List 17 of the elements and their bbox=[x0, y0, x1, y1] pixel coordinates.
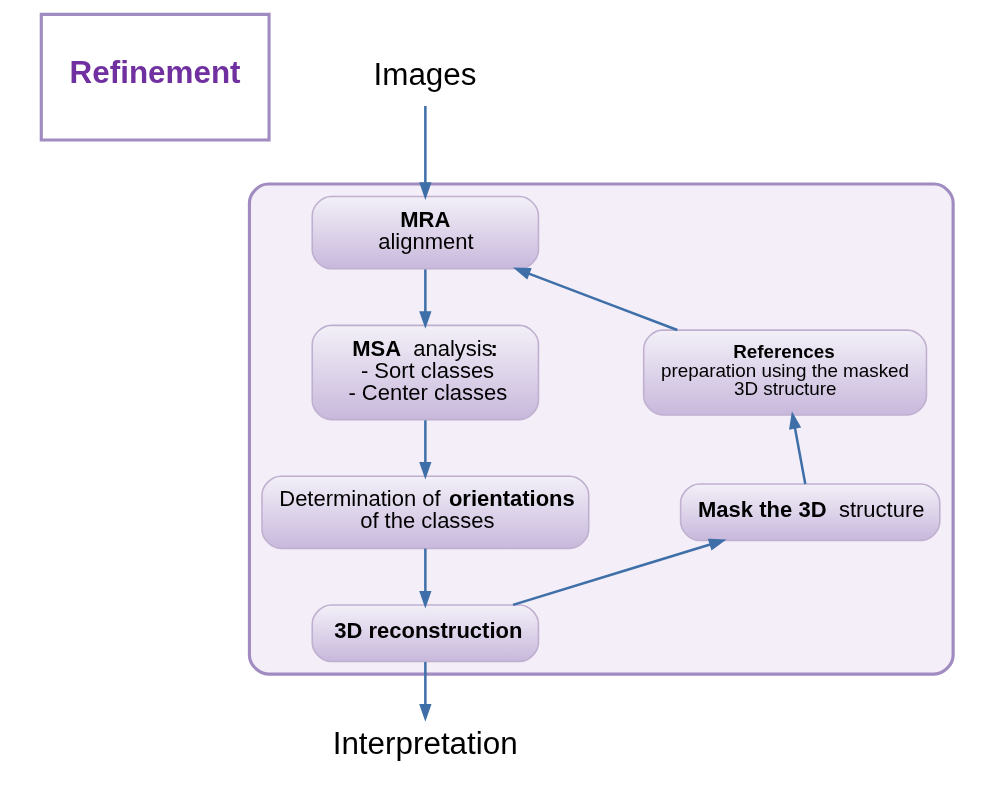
arrow bbox=[419, 548, 432, 609]
node-box: Refinement bbox=[39, 12, 271, 142]
node-text: Interpretation bbox=[332, 726, 518, 762]
arrow bbox=[419, 662, 432, 722]
node-box: MRA alignment bbox=[311, 195, 540, 270]
node-box: Mask the 3D structure bbox=[679, 483, 941, 542]
node-box: References preparation using the masked 3D structure bbox=[642, 329, 928, 416]
arrow bbox=[789, 411, 807, 485]
arrow bbox=[512, 538, 727, 607]
node-text: Images bbox=[373, 57, 477, 93]
arrow bbox=[419, 106, 432, 200]
arrow bbox=[419, 269, 432, 329]
node-box: 3D reconstruction bbox=[311, 604, 540, 663]
arrow bbox=[513, 267, 678, 332]
node-box: Determination of orientations of the classes bbox=[261, 475, 590, 550]
node-box: MSA analysis: - Sort classes - Center classes bbox=[311, 324, 540, 421]
arrow bbox=[419, 420, 432, 480]
